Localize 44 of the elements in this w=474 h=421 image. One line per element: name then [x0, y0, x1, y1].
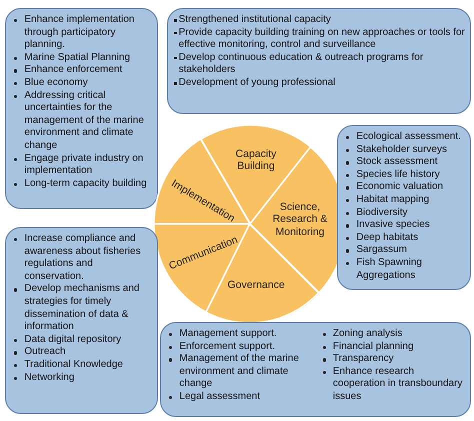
text-box: [167, 8, 471, 114]
list-item: Develop continuous education & outreach programs for stakeholders: [178, 52, 424, 77]
list-item: Zoning analysis: [332, 328, 402, 341]
list-item: Provide capacity building training on new approaches or tools for effective monitoring, control and surveillance: [178, 26, 466, 52]
list-item: Develop mechanisms and strategies for timely dissemination of data & information: [24, 283, 140, 334]
sector-label: Governance: [227, 278, 285, 291]
text-box: [5, 8, 158, 209]
list-item: Addressing critical uncertainties for the management of the marine environment and climate change: [24, 90, 145, 153]
list-item: Networking: [24, 372, 74, 384]
text-box: [337, 125, 471, 290]
list-item: Data digital repository: [24, 334, 122, 346]
list-item: Strengthened institutional capacity: [178, 14, 331, 27]
list-item: Enhance enforcement: [24, 64, 122, 77]
list-item: Ecological assessment.: [356, 131, 461, 144]
list-item: Deep habitats: [356, 232, 418, 244]
list-item: Engage private industry on implementation: [24, 152, 144, 178]
list-item: Management support.: [179, 328, 277, 341]
list-item: Increase compliance and awareness about fisheries regulations and conservation.: [24, 233, 142, 284]
list-item: Stock assessment: [356, 156, 438, 169]
list-item: Enhance research cooperation in transboundary issues: [332, 366, 464, 404]
list-item: Transparency: [332, 353, 394, 366]
list-item: Long-term capacity building: [24, 178, 147, 190]
list-item: Fish Spawning Aggregations: [356, 256, 423, 282]
list-item: Management of the marine environment and climate change: [179, 353, 300, 391]
text-box: [160, 322, 471, 417]
list-item: Development of young professional: [178, 76, 336, 90]
list-item: Marine Spatial Planning: [24, 52, 130, 64]
text-box: [5, 227, 158, 414]
list-item: Invasive species: [356, 219, 430, 232]
list-item: Traditional Knowledge: [24, 358, 123, 372]
list-item: Blue economy: [24, 76, 88, 90]
list-item: Enforcement support.: [179, 340, 275, 354]
list-item: Habitat mapping: [356, 194, 430, 207]
list-item: Financial planning: [332, 340, 414, 354]
list-item: Economic valuation: [356, 181, 444, 194]
list-item: Stakeholder surveys: [356, 144, 447, 156]
list-item: Outreach: [24, 346, 66, 359]
list-item: Enhance implementation through participatory planning.: [24, 14, 136, 52]
sector-label: Science, Research & Monitoring: [272, 200, 328, 238]
list-item: Biodiversity: [356, 206, 408, 220]
sector-label: Capacity Building: [234, 148, 278, 172]
list-item: Species life history: [356, 168, 440, 182]
list-item: Legal assessment: [179, 390, 260, 404]
list-item: Sargassum: [356, 244, 407, 257]
